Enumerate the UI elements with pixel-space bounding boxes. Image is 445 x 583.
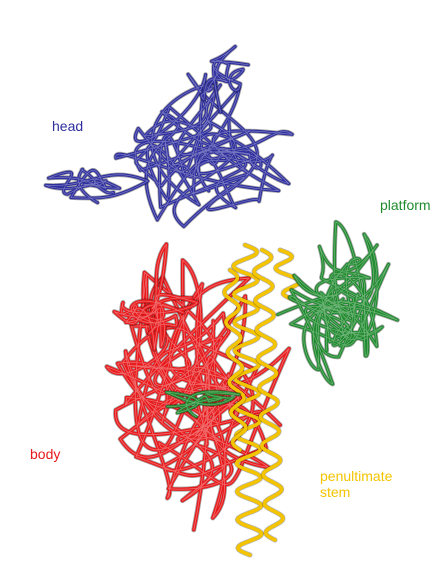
platform-label: platform bbox=[380, 197, 431, 213]
head-label: head bbox=[52, 118, 83, 134]
penultimate-stem-label-line1: penultimate bbox=[320, 468, 392, 484]
penultimate-stem-label: penultimate stem bbox=[320, 468, 392, 500]
body-label: body bbox=[30, 446, 60, 462]
head-domain bbox=[46, 47, 293, 227]
penultimate-stem-label-line2: stem bbox=[320, 484, 392, 500]
